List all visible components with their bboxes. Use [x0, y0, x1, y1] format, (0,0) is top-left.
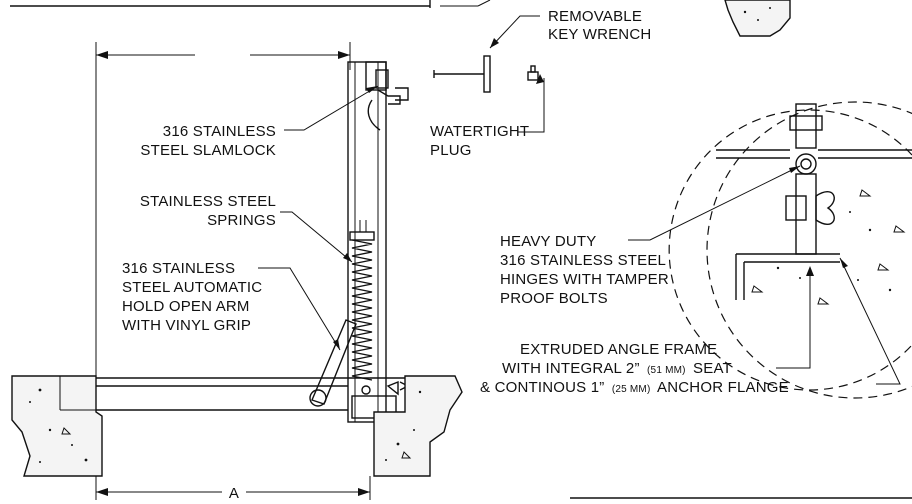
label-plug: WATERTIGHT PLUG [430, 123, 529, 159]
dimension-a-label: A [229, 485, 239, 502]
label-line: WITH INTEGRAL 2” (51 MM) SEAT [502, 360, 732, 377]
label-removable-wrench: REMOVABLE KEY WRENCH [548, 8, 651, 43]
springs [349, 220, 375, 381]
top-frame-fragment [10, 0, 491, 8]
label-line: REMOVABLE [548, 8, 642, 25]
label-line: PLUG [430, 142, 472, 159]
label-line: 316 STAINLESS [163, 123, 276, 140]
label-fragment: WITH INTEGRAL 2” [502, 360, 640, 377]
watertight-plug [527, 65, 539, 81]
frame-bottom [60, 377, 410, 419]
slamlock [365, 61, 409, 131]
label-line: PROOF BOLTS [500, 290, 608, 307]
label-line: HOLD OPEN ARM [122, 298, 250, 315]
top-dimension [95, 42, 351, 380]
label-fragment: SEAT [693, 360, 732, 377]
leaders [258, 15, 901, 385]
key-wrench [433, 55, 491, 93]
label-line: STAINLESS STEEL [140, 193, 276, 210]
left-concrete [11, 375, 103, 477]
label-line: STEEL SLAMLOCK [140, 142, 276, 159]
dimension-a: A [95, 476, 371, 502]
label-line: 316 STAINLESS STEEL [500, 252, 666, 269]
label-line: EXTRUDED ANGLE FRAME [520, 341, 717, 358]
right-concrete [373, 375, 463, 477]
label-springs: STAINLESS STEEL SPRINGS [140, 193, 276, 229]
hinge-detail-circle [668, 101, 912, 399]
label-hold-open-arm: 316 STAINLESS STEEL AUTOMATIC HOLD OPEN … [122, 260, 262, 334]
label-fragment: & CONTINOUS 1” [480, 379, 604, 396]
label-line: WITH VINYL GRIP [122, 317, 251, 334]
top-right-concrete [724, 0, 791, 37]
label-fragment-small: (51 MM) [647, 365, 686, 376]
label-slamlock: 316 STAINLESS STEEL SLAMLOCK [140, 123, 276, 159]
label-line: WATERTIGHT [430, 123, 529, 140]
label-fragment: ANCHOR FLANGE [657, 379, 789, 396]
label-line: 316 STAINLESS [122, 260, 235, 277]
label-line: & CONTINOUS 1” (25 MM) ANCHOR FLANGE [480, 379, 789, 396]
label-line: SPRINGS [207, 212, 276, 229]
label-fragment-small: (25 MM) [612, 384, 651, 395]
label-hinges: HEAVY DUTY 316 STAINLESS STEEL HINGES WI… [500, 233, 669, 307]
label-line: HEAVY DUTY [500, 233, 596, 250]
label-line: HINGES WITH TAMPER [500, 271, 669, 288]
label-line: STEEL AUTOMATIC [122, 279, 262, 296]
hold-open-arm [309, 319, 357, 407]
label-line: KEY WRENCH [548, 26, 651, 43]
label-frame: EXTRUDED ANGLE FRAME WITH INTEGRAL 2” (5… [480, 341, 789, 396]
